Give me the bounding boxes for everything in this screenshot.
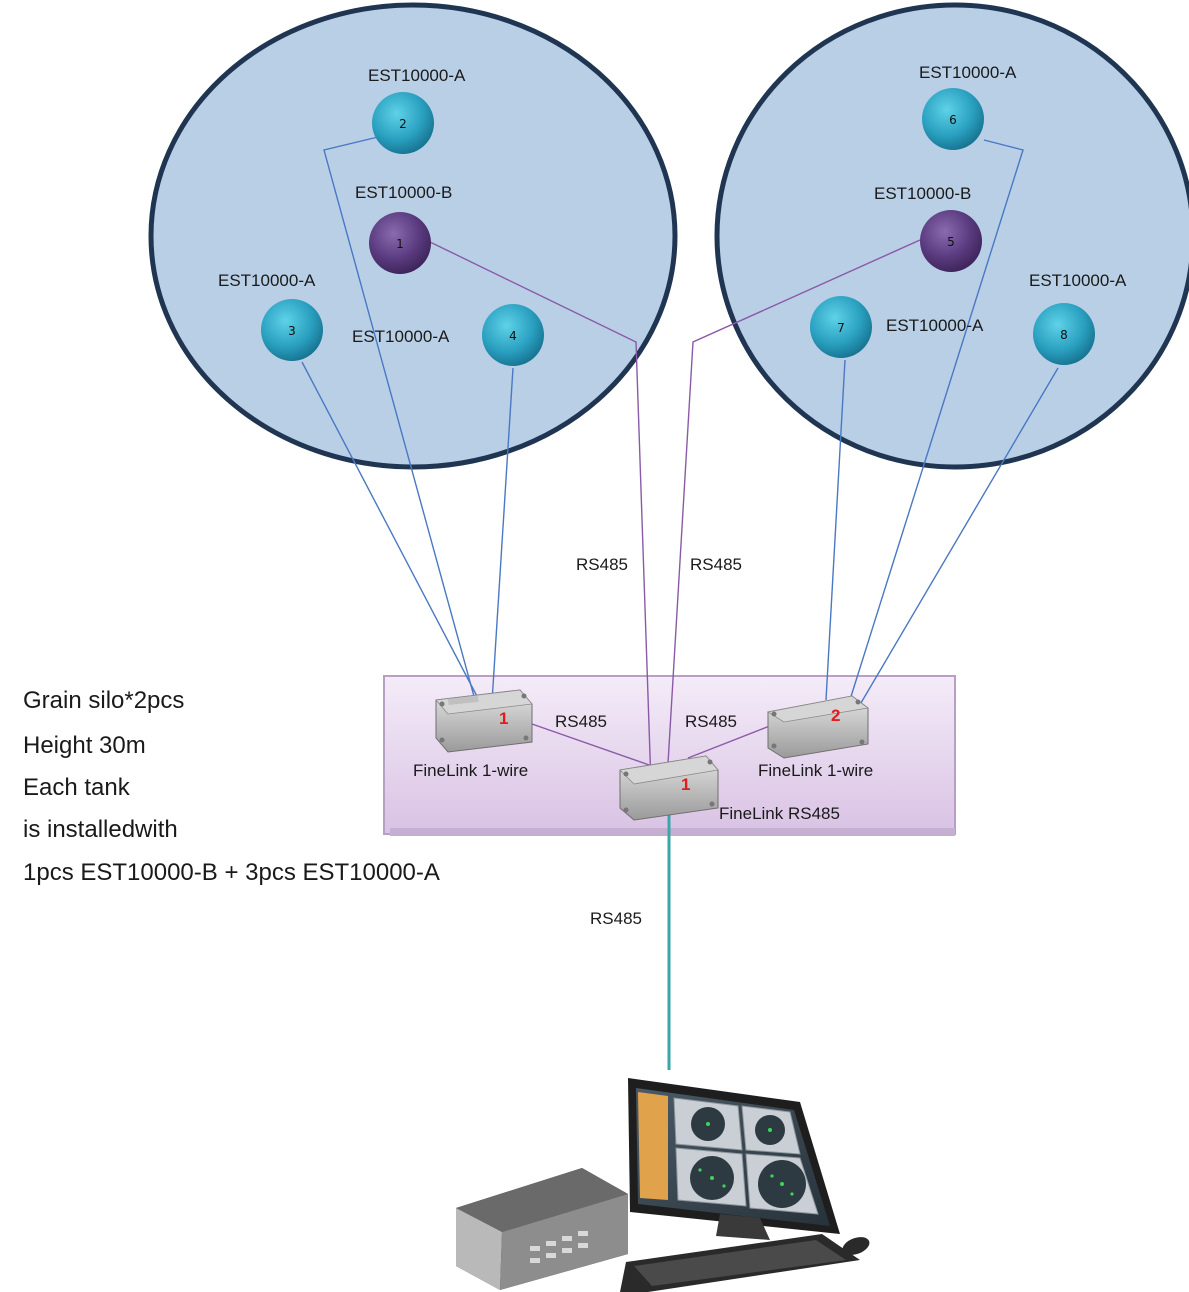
finelink-badge: 2 xyxy=(831,706,840,725)
sensor-7[interactable]: 7 xyxy=(810,296,872,358)
sensor-3[interactable]: 3 xyxy=(261,299,323,361)
sensor-1[interactable]: 1 xyxy=(369,212,431,274)
installation-notes: Grain silo*2pcs Height 30m Each tank is … xyxy=(23,687,440,886)
rs485-label-left-hub: RS485 xyxy=(555,712,607,731)
note-line: is installedwith xyxy=(23,816,178,843)
rs485-sensor-5 xyxy=(664,239,921,815)
finelink-1wire-left-label: FineLink 1-wire xyxy=(413,761,528,780)
finelink-badge: 1 xyxy=(681,775,690,794)
label-sensor-2: EST10000-A xyxy=(368,66,466,85)
sensor-2[interactable]: 2 xyxy=(372,92,434,154)
finelink-1wire-left[interactable]: 1 xyxy=(435,689,533,753)
sensor-id: 5 xyxy=(947,235,955,249)
label-sensor-3: EST10000-A xyxy=(218,271,316,290)
rs485-hub-link-right xyxy=(687,721,781,759)
sensor-5[interactable]: 5 xyxy=(920,210,982,272)
mouse-icon xyxy=(842,1237,870,1255)
wire-sensor-4 xyxy=(491,367,514,703)
wire-sensor-7 xyxy=(825,359,846,701)
sensor-6[interactable]: 6 xyxy=(922,88,984,150)
wire-sensor-2 xyxy=(323,136,476,701)
monitor-icon xyxy=(628,1078,840,1240)
note-line: Height 30m xyxy=(23,732,146,759)
rs485-label-pc: RS485 xyxy=(590,909,642,928)
finelink-1wire-right[interactable]: 2 xyxy=(766,695,869,759)
sensor-id: 4 xyxy=(509,329,517,343)
rs485-sensor-1 xyxy=(429,241,653,815)
wire-sensor-8 xyxy=(857,367,1059,709)
sensor-id: 8 xyxy=(1060,328,1068,342)
finelink-1wire-right-label: FineLink 1-wire xyxy=(758,761,873,780)
rs485-hub-link-left xyxy=(531,723,653,767)
sensor-id: 1 xyxy=(396,237,404,251)
note-line: 1pcs EST10000-B + 3pcs EST10000-A xyxy=(23,859,440,886)
sensor-id: 3 xyxy=(288,324,296,338)
wire-sensor-6 xyxy=(847,139,1024,707)
industrial-pc-icon xyxy=(456,1168,628,1290)
sensor-4[interactable]: 4 xyxy=(482,304,544,366)
sensor-id: 7 xyxy=(837,321,845,335)
label-sensor-4: EST10000-A xyxy=(352,327,450,346)
rs485-label-right-hub: RS485 xyxy=(685,712,737,731)
rs485-lines xyxy=(429,239,921,815)
sensor-8[interactable]: 8 xyxy=(1033,303,1095,365)
rs485-label-right-trunk: RS485 xyxy=(690,555,742,574)
finelink-rs485[interactable]: 1 xyxy=(619,755,719,821)
wire-sensor-3 xyxy=(301,361,481,703)
label-sensor-1: EST10000-B xyxy=(355,183,452,202)
sensor-id: 2 xyxy=(399,117,407,131)
note-line: Grain silo*2pcs xyxy=(23,687,184,714)
one-wire-lines xyxy=(301,136,1059,709)
note-line: Each tank xyxy=(23,774,131,801)
label-sensor-6: EST10000-A xyxy=(919,63,1017,82)
keyboard-icon xyxy=(620,1234,860,1292)
label-sensor-5: EST10000-B xyxy=(874,184,971,203)
rs485-label-left-trunk: RS485 xyxy=(576,555,628,574)
finelink-badge: 1 xyxy=(499,709,508,728)
finelink-rs485-label: FineLink RS485 xyxy=(719,804,840,823)
label-sensor-7: EST10000-A xyxy=(886,316,984,335)
sensor-id: 6 xyxy=(949,113,957,127)
label-sensor-8: EST10000-A xyxy=(1029,271,1127,290)
